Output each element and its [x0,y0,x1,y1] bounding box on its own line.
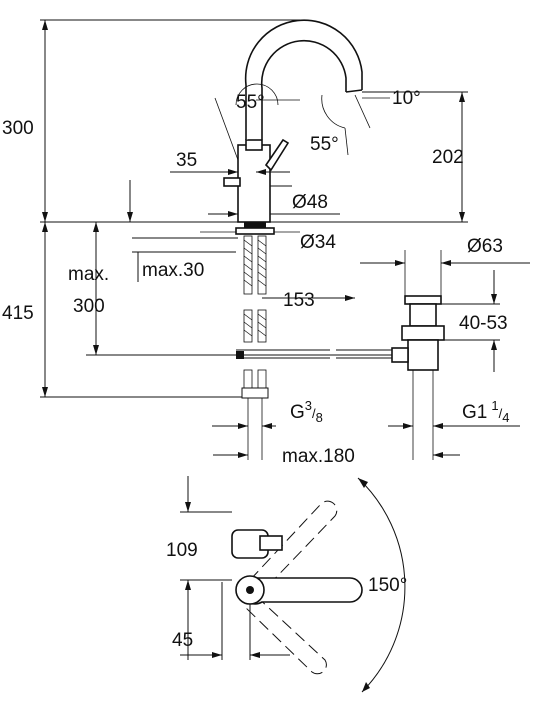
label-d63: Ø63 [467,236,503,257]
label-45: 45 [172,630,193,651]
counter-plate [244,222,266,228]
label-max: max. [68,264,109,285]
faucet-body [237,144,271,223]
angle-arc-55 [235,83,279,106]
rotated-spouts [243,500,338,675]
arrowhead [42,387,48,397]
arrowhead [42,212,48,222]
label-max30: max.30 [142,260,204,281]
supply-hoses [241,235,269,399]
waste-assembly [391,295,445,371]
label-tilt: 10° [392,88,421,109]
label-35: 35 [176,150,197,171]
swivel-arc [357,477,406,693]
label-415: 415 [2,303,34,324]
label-109: 109 [166,540,198,561]
label-d48: Ø48 [292,192,328,213]
plan-lever [259,535,283,551]
label-d34: Ø34 [300,232,336,253]
label-150: 150° [368,575,407,596]
label-153: 153 [283,290,315,311]
arrowhead [42,222,48,232]
arrowhead [42,20,48,30]
arc-end [344,127,349,156]
faucet-cap [245,139,263,151]
angle-guide [214,97,239,161]
label-300: 300 [2,118,34,139]
elevation-view [40,19,530,460]
label-lever-angle: 55° [310,134,339,155]
tilt-line [354,94,371,129]
label-spout-angle: 55° [236,92,265,113]
lever [264,138,290,172]
label-max180: max.180 [282,446,355,467]
lever-arc-55 [321,94,346,129]
label-max300: 300 [73,296,105,317]
ring [223,177,241,187]
plan-view [180,476,406,693]
label-202: 202 [432,147,464,168]
label-g38: G3/8 [290,398,323,425]
label-40-53: 40-53 [459,313,508,334]
spout-inner [260,39,347,140]
spout-tip [345,89,363,93]
mount-nut [235,227,275,235]
